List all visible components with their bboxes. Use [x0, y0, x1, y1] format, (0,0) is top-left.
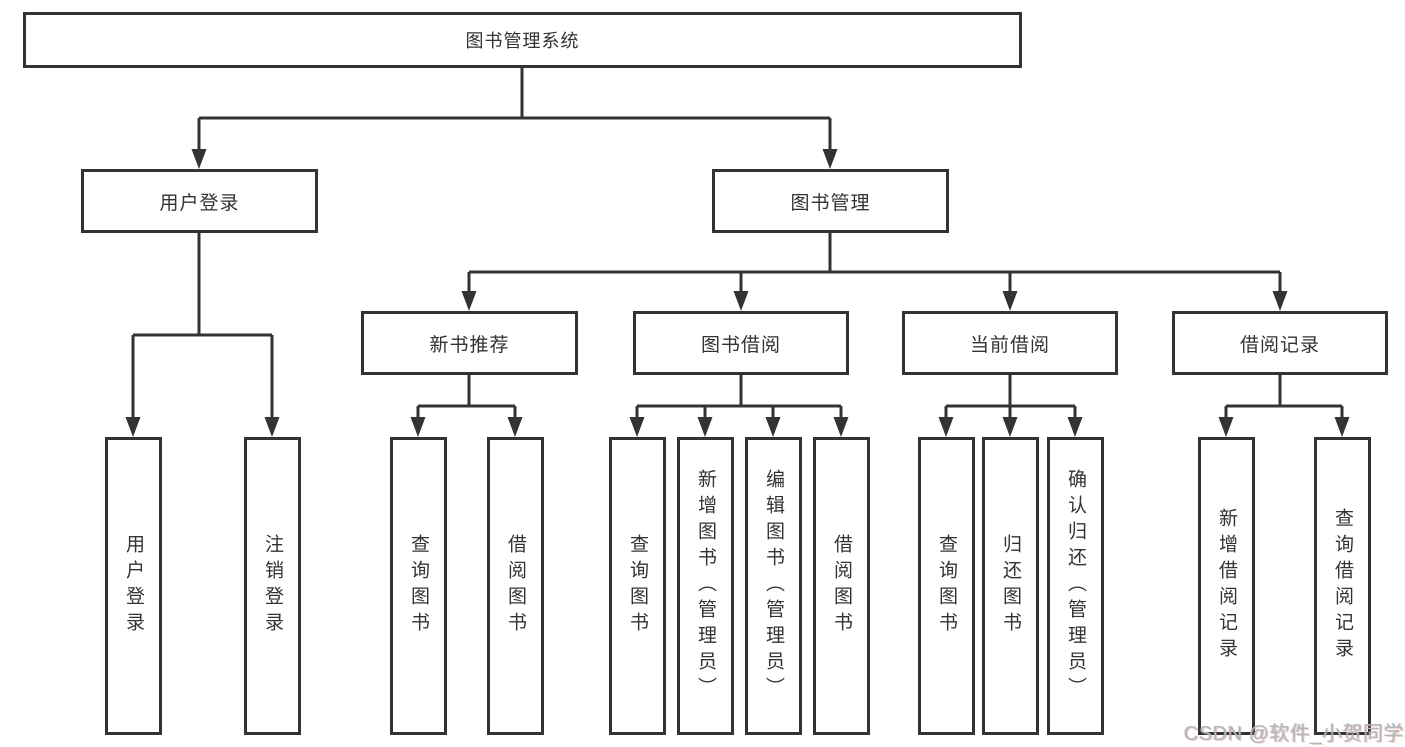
- node-book-borrowing: 图书借阅: [633, 311, 849, 375]
- node-library-system: 图书管理系统: [23, 12, 1022, 68]
- node-user-login: 用户登录: [81, 169, 318, 233]
- leaf-current-return-book: 归还图书: [982, 437, 1039, 735]
- csdn-watermark: CSDN @软件_小贺同学: [1184, 723, 1405, 745]
- leaf-user-login: 用户登录: [105, 437, 162, 735]
- node-current-borrowing: 当前借阅: [902, 311, 1118, 375]
- node-borrowing-records: 借阅记录: [1172, 311, 1388, 375]
- node-book-management: 图书管理: [712, 169, 949, 233]
- leaf-borrowing-query-book: 查询图书: [609, 437, 666, 735]
- leaf-current-confirm-return-admin: 确认归还（管理员）: [1047, 437, 1104, 735]
- leaf-logout: 注销登录: [244, 437, 301, 735]
- leaf-borrowing-add-book-admin: 新增图书（管理员）: [677, 437, 734, 735]
- leaf-recommend-query-book: 查询图书: [390, 437, 447, 735]
- leaf-recommend-borrow-book: 借阅图书: [487, 437, 544, 735]
- leaf-borrowing-edit-book-admin: 编辑图书（管理员）: [745, 437, 802, 735]
- leaf-records-query-record: 查询借阅记录: [1314, 437, 1371, 735]
- node-new-book-recommend: 新书推荐: [361, 311, 578, 375]
- leaf-borrowing-borrow-book: 借阅图书: [813, 437, 870, 735]
- leaf-records-add-record: 新增借阅记录: [1198, 437, 1255, 735]
- leaf-current-query-book: 查询图书: [918, 437, 975, 735]
